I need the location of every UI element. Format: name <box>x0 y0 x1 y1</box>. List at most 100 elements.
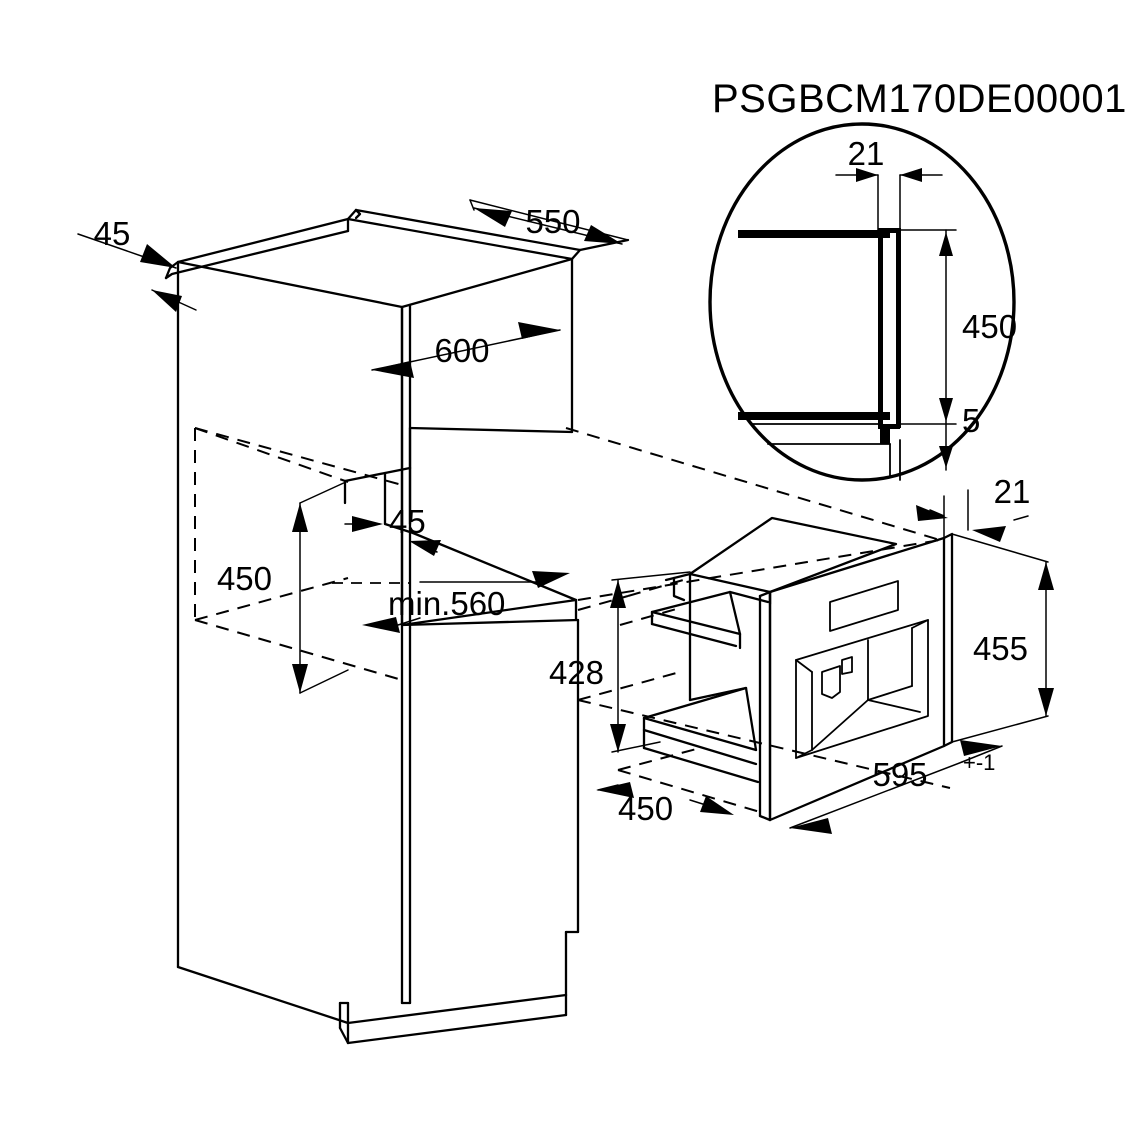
dim45b-arrow-bottom <box>409 540 441 556</box>
detail-lower-shelf <box>738 412 890 420</box>
projection-line-e <box>619 607 681 626</box>
machine-recess-corner-tr <box>911 619 929 629</box>
projection-lines-group <box>565 427 951 813</box>
dim550-arrow-right <box>584 225 622 244</box>
dim450n-arrow-down <box>292 664 308 693</box>
cabinet-top-rear-left <box>346 208 358 221</box>
dim-600-label: 600 <box>434 332 489 369</box>
dim428-arrow-up <box>610 580 626 608</box>
machine-front-panel-right-thickness <box>942 532 954 748</box>
niche-frame-bottom-diag <box>383 522 415 535</box>
dim550-arrow-left <box>474 208 512 227</box>
detail-circle-outline <box>708 122 1016 482</box>
cabinet-hidden-bottom-diag2 <box>194 577 349 621</box>
dim-595-label: 595 <box>872 756 927 793</box>
cabinet-plinth-bottom-front <box>346 1013 568 1045</box>
dim450m-arrow-right <box>700 796 734 815</box>
dim-550-label: 550 <box>525 203 580 240</box>
machine-spout-body <box>821 665 841 699</box>
cabinet-top-rear-right <box>570 248 582 261</box>
projection-line-f <box>617 769 761 813</box>
dim-450-niche-label: 450 <box>217 560 272 597</box>
dim600-arrow-left <box>372 361 414 378</box>
machine-cuptray-front-edge <box>650 622 738 648</box>
machine-driptray-front-top <box>642 728 758 766</box>
dim45b-arrow-top <box>352 516 383 532</box>
dim428-ext-top <box>611 571 691 581</box>
machine-driptray-right-slope <box>744 686 758 752</box>
machine-driptray-front-bottom <box>642 746 760 784</box>
niche-floor-front-edge <box>400 598 578 627</box>
dim21m-dimline-out <box>1013 515 1029 521</box>
dim-450-machine-label: 450 <box>618 790 673 827</box>
machine-dispense-recess-outer <box>795 619 929 759</box>
detail-panel-top-edge <box>878 228 900 233</box>
detail-arrow-5-up <box>939 446 953 468</box>
dim450n-ext-bot <box>299 669 349 694</box>
projection-line-d <box>617 747 701 771</box>
machine-top-left-ledge <box>672 572 692 602</box>
dim-min560-label: min.560 <box>388 585 505 622</box>
dim450m-arrow-left <box>596 782 634 798</box>
machine-front-panel-thickness-bot <box>758 814 772 822</box>
cabinet-hidden-top-diag2 <box>194 427 349 483</box>
machine-recess-floor-left <box>811 699 869 751</box>
dim455-arrow-down <box>1038 688 1054 716</box>
machine-driptray-surface-front <box>642 716 758 752</box>
dim595-dimline2 <box>961 745 1003 763</box>
dim595-dimline <box>789 761 963 829</box>
dim450n-ext-top <box>299 480 349 504</box>
coffee-machine-group: 428 450 21 455 <box>549 473 1054 834</box>
detail-arrow-21-right <box>900 168 922 182</box>
detail-dim-5-label: 5 <box>962 402 980 439</box>
machine-recess-floor-right <box>867 699 921 713</box>
cabinet-hidden-top-diag <box>194 427 403 486</box>
detail-panel-stub <box>880 424 890 444</box>
cabinet-top-front-lip <box>164 229 350 280</box>
detail-arrow-450-down <box>939 398 953 422</box>
machine-body-lower-rear <box>688 686 748 702</box>
cabinet-plinth-notch3 <box>338 1026 350 1045</box>
drawing-title: PSGBCM170DE00001 <box>712 77 1127 121</box>
cabinet-top-left-flange <box>164 260 180 280</box>
dim-45-top-label: 45 <box>94 215 131 252</box>
dim-595-tolerance: +-1 <box>963 750 995 775</box>
machine-ledge-edge <box>664 576 676 582</box>
min560-arrow-left <box>362 617 400 633</box>
min560-leader-left <box>397 617 421 626</box>
dim21m-dimline-in <box>929 509 945 517</box>
dim450n-arrow-up <box>292 503 308 532</box>
dim45-bottom-arrow <box>152 290 182 312</box>
projection-line-mid <box>577 539 941 601</box>
machine-cuptray-top-front <box>650 610 742 636</box>
detail-circle-group: 21 450 5 <box>708 122 1017 482</box>
dim21m-arrow-left <box>916 505 948 521</box>
cabinet-hidden-bottom-diag <box>194 619 403 681</box>
cabinet-top-inner <box>176 217 574 309</box>
dim595-arrow-right <box>960 740 1002 756</box>
dim-455-label: 455 <box>973 630 1028 667</box>
niche-top-slab-rear <box>343 466 412 483</box>
min560-arrow-right <box>532 571 570 588</box>
dim428-arrow-down <box>610 724 626 752</box>
projection-line-bot2 <box>577 671 681 701</box>
detail-dim-21-label: 21 <box>848 135 885 172</box>
machine-recess-inner-floor <box>867 685 913 701</box>
detail-arrow-21-left <box>856 168 878 182</box>
cabinet-niche-bottom-front-top <box>400 618 580 627</box>
machine-recess-corner-tl <box>795 659 813 673</box>
machine-front-panel-thickness-top <box>758 590 772 598</box>
detail-upper-shelf <box>738 230 890 238</box>
machine-display-panel <box>829 580 899 632</box>
detail-arrow-450-up <box>939 232 953 256</box>
cabinet-plinth-top-front <box>346 993 568 1025</box>
detail-panel-left-edge <box>878 228 883 428</box>
dim600-arrow-right <box>518 322 560 339</box>
cabinet-bottom-left-diag <box>176 965 350 1025</box>
detail-panel-right-edge <box>896 228 901 428</box>
dim455-ext-top <box>951 533 1049 563</box>
machine-cuptray-right-slope <box>728 590 742 636</box>
niche-floor-rear-edge <box>411 531 578 602</box>
